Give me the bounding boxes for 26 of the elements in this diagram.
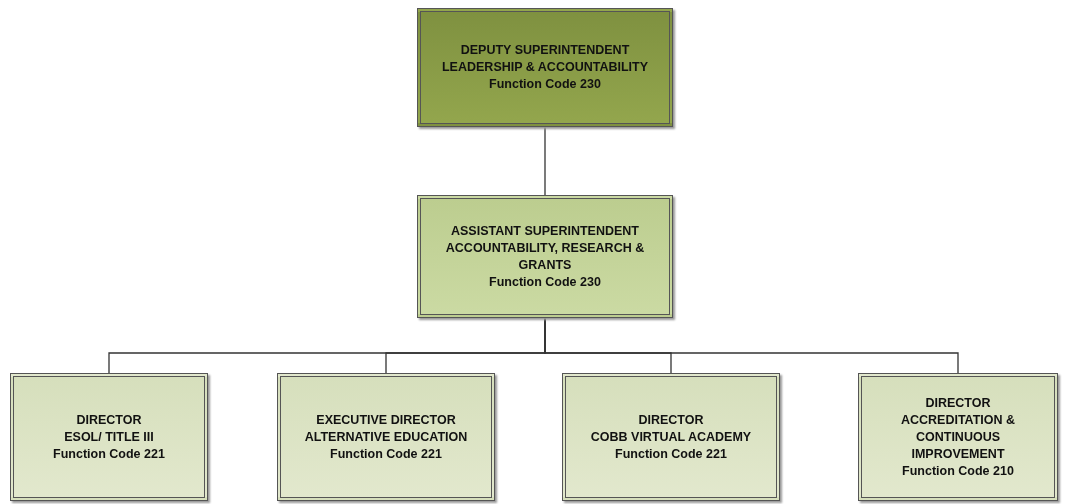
role-title: ALTERNATIVE EDUCATION <box>304 428 468 446</box>
role-title: ASSISTANT SUPERINTENDENT <box>451 222 639 240</box>
director-box <box>858 373 1058 501</box>
function-code-text: Function Code 230 <box>489 273 601 291</box>
director-box <box>562 373 780 501</box>
function-code-text: Function Code 221 <box>53 445 165 463</box>
role-title: EXECUTIVE DIRECTOR <box>316 411 456 429</box>
executive-box <box>417 8 673 127</box>
connector-line <box>544 126 546 196</box>
role-title: ACCOUNTABILITY, RESEARCH & GRANTS <box>444 239 646 274</box>
connector-line <box>544 317 959 374</box>
function-code-text: Function Code 210 <box>902 462 1014 480</box>
function-code-text: Function Code 221 <box>330 445 442 463</box>
director-box <box>277 373 495 501</box>
function-code-text: Function Code 230 <box>489 76 601 93</box>
role-title: DEPUTY SUPERINTENDENT <box>460 42 630 59</box>
director-box <box>10 373 208 501</box>
role-title: ACCREDITATION & CONTINUOUS IMPROVEMENT <box>899 411 1017 463</box>
role-title: COBB VIRTUAL ACADEMY <box>590 428 752 446</box>
role-title: DIRECTOR <box>76 411 142 429</box>
function-code-text: Function Code 221 <box>615 445 727 463</box>
role-title: DIRECTOR <box>638 411 704 429</box>
role-title: DIRECTOR <box>925 394 991 412</box>
role-title: LEADERSHIP & ACCOUNTABILITY <box>442 59 648 76</box>
manager-box <box>417 195 673 318</box>
role-title: ESOL/ TITLE III <box>64 428 154 446</box>
